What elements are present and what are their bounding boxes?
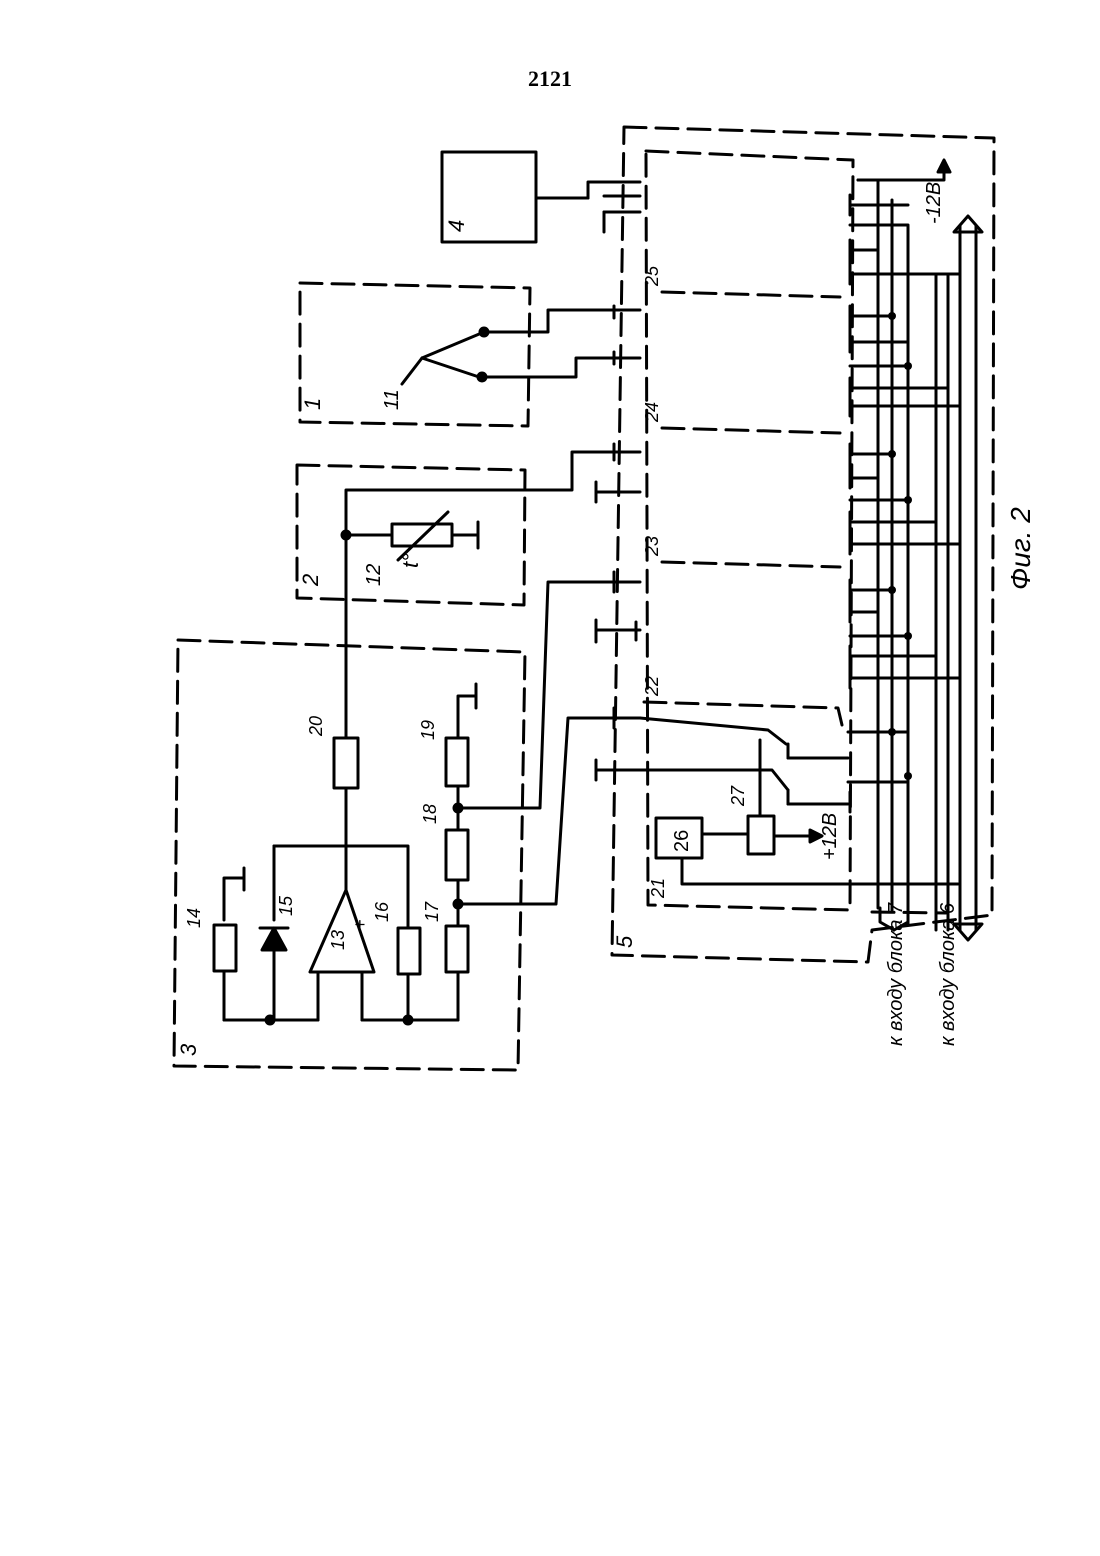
diode-label: 15 bbox=[276, 895, 296, 916]
resistor-16-body bbox=[398, 928, 420, 974]
resistor-18-body bbox=[446, 830, 468, 880]
resistor-16-label: 16 bbox=[372, 901, 392, 922]
block-3-label: 3 bbox=[176, 1043, 201, 1056]
separator-25 bbox=[662, 292, 840, 297]
resistor-20-body bbox=[334, 738, 358, 788]
sub-21-label: 21 bbox=[648, 878, 668, 899]
resistor-17-label: 17 bbox=[422, 901, 442, 922]
block-1-label: 1 bbox=[300, 398, 325, 410]
resistor-19-body bbox=[446, 738, 468, 786]
sub-22-label: 22 bbox=[642, 676, 662, 697]
resistor-20-label: 20 bbox=[306, 716, 326, 737]
bus-stubs bbox=[850, 205, 960, 678]
resistor-18-label: 18 bbox=[420, 804, 440, 824]
negative-voltage-label: -12В bbox=[923, 182, 945, 224]
sub-25-label: 25 bbox=[642, 265, 662, 287]
resistor-14-label: 14 bbox=[184, 908, 204, 928]
output-to-block-6: к входу блока 6 bbox=[937, 902, 959, 1046]
thermistor-label: 12 bbox=[363, 564, 385, 586]
resistor-19-label: 19 bbox=[418, 720, 438, 740]
relay-27-label: 27 bbox=[728, 785, 748, 807]
opamp-label: 13 bbox=[328, 930, 348, 950]
block-2-label: 2 bbox=[298, 574, 323, 587]
opamp-plus-label: + bbox=[350, 919, 370, 930]
block-1-outline bbox=[300, 283, 530, 426]
separator-24 bbox=[662, 428, 840, 433]
relay-27-body bbox=[748, 816, 774, 854]
inner-block-outline bbox=[646, 151, 853, 910]
thermocouple-label: 11 bbox=[381, 389, 403, 410]
thermocouple-symbol bbox=[422, 332, 484, 378]
block-5-label: 5 bbox=[612, 935, 637, 948]
block-2-outline bbox=[297, 465, 525, 605]
resistor-17-body bbox=[446, 926, 468, 972]
resistor-14-body bbox=[214, 925, 236, 971]
sub-23-label: 23 bbox=[642, 536, 662, 557]
separator-23 bbox=[662, 562, 840, 567]
figure-caption: Фиг. 2 bbox=[1005, 507, 1036, 590]
box-26-label: 26 bbox=[671, 830, 693, 852]
block-4-label: 4 bbox=[444, 220, 469, 232]
dashed-block-outlines bbox=[174, 127, 994, 1070]
thermistor-symbol-label: t° bbox=[398, 553, 423, 568]
sub-24-label: 24 bbox=[642, 402, 662, 423]
block-3-outline bbox=[174, 640, 525, 1070]
output-to-block-7: к входу блока 7 bbox=[885, 902, 907, 1046]
positive-voltage-label: +12В bbox=[819, 813, 841, 860]
diode-symbol bbox=[262, 928, 286, 950]
